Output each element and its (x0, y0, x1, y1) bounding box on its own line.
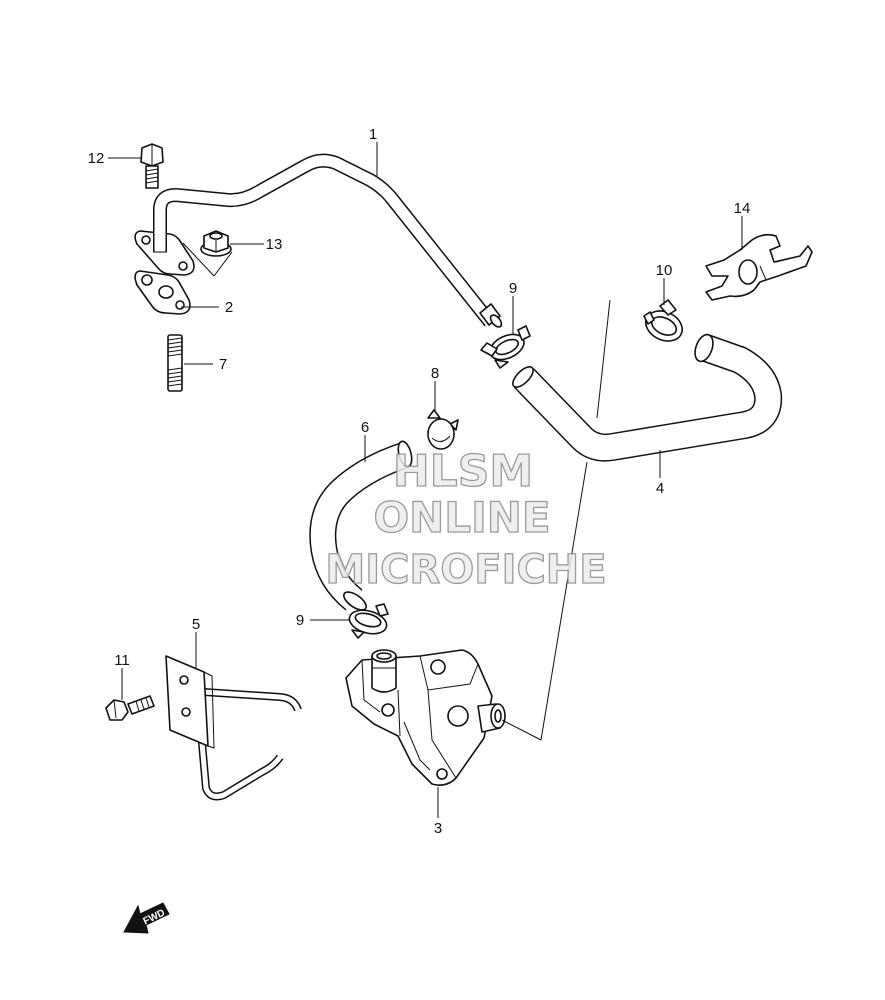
callout-11: 11 (114, 652, 130, 669)
clamp-part-10 (643, 299, 684, 342)
watermark: HLSM ONLINE MICROFICHE (325, 445, 608, 593)
watermark-line-3: MICROFICHE (325, 547, 606, 593)
callout-14: 14 (734, 200, 751, 217)
hose-part-6 (309, 440, 413, 611)
watermark-line-2: ONLINE (373, 493, 550, 542)
pipe-part-1 (134, 153, 503, 328)
callout-2: 2 (225, 299, 233, 316)
cap-part-8 (427, 409, 459, 450)
hose-part-4 (512, 333, 783, 462)
forward-arrow-icon: FWD (123, 902, 170, 934)
callout-9-lower: 9 (296, 612, 304, 629)
callout-3: 3 (434, 820, 442, 837)
bolt-part-11 (105, 695, 155, 721)
clamp-part-9-upper (480, 325, 531, 369)
callout-13: 13 (266, 236, 283, 253)
callout-6: 6 (361, 419, 369, 436)
gasket-part-2 (134, 270, 191, 315)
bracket-part-5 (165, 655, 302, 801)
valve-part-3 (345, 649, 506, 786)
nut-part-13 (200, 230, 232, 257)
clamp-part-9-lower (348, 603, 389, 639)
callout-labels: 1 12 13 2 7 9 14 10 8 6 4 9 5 11 3 (88, 126, 751, 837)
forward-arrow-label: FWD (142, 908, 167, 928)
connection-lines (501, 299, 611, 741)
callout-5: 5 (192, 616, 200, 633)
callout-7: 7 (219, 356, 227, 373)
watermark-line-1: HLSM (393, 446, 533, 497)
assembly-guide-lines (182, 242, 233, 277)
stud-part-7 (167, 334, 183, 392)
callout-12: 12 (88, 150, 105, 167)
clip-part-14 (705, 233, 813, 301)
callout-10: 10 (656, 262, 673, 279)
callout-4: 4 (656, 480, 664, 497)
callout-8: 8 (431, 365, 439, 382)
bolt-part-12 (140, 143, 164, 189)
callout-9-upper: 9 (509, 280, 517, 297)
leader-lines (108, 142, 743, 818)
callout-1: 1 (369, 126, 377, 143)
